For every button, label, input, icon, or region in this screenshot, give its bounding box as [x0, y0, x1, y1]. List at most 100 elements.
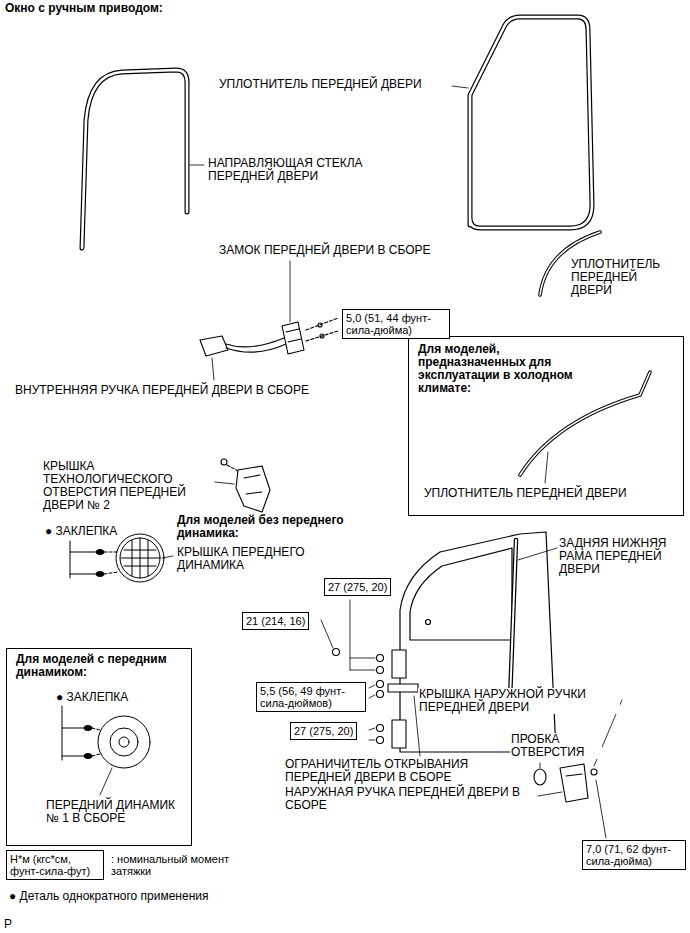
speaker-cover	[104, 552, 118, 574]
front-speaker	[110, 728, 138, 756]
variant-box: Для моделей, предназначенных для эксплуа…	[408, 336, 684, 516]
speaker-cover	[70, 534, 164, 582]
leader-line	[545, 452, 548, 483]
torque-box: 27 (275, 20)	[290, 722, 357, 740]
lock-assembly	[226, 344, 286, 352]
hinges-and-check	[377, 725, 384, 732]
hinges-and-check	[392, 650, 406, 678]
torque-value: 5,0 (51, 44 фунт-сила-дюйма)	[346, 312, 446, 336]
legend-text: : номинальный момент затяжки	[111, 853, 241, 877]
door-weatherstrip	[470, 17, 650, 475]
leader-line	[321, 620, 333, 648]
part-label: ОГРАНИЧИТЕЛЬ ОТКРЫВАНИЯ ПЕРЕДНЕЙ ДВЕРИ В…	[284, 758, 516, 784]
service-hole-cover	[221, 459, 270, 512]
door-panel	[410, 548, 512, 640]
speaker-cover	[96, 550, 104, 555]
outside-handle	[534, 769, 546, 785]
leader-line	[190, 165, 204, 166]
leader-line	[540, 763, 541, 768]
hinges-and-check	[377, 681, 384, 688]
leader-line	[518, 548, 557, 560]
exploded-view	[62, 17, 650, 838]
lock-assembly	[320, 334, 324, 338]
leader-line	[215, 482, 234, 484]
part-label: УПЛОТНИТЕЛЬ ПЕРЕДНЕЙ ДВЕРИ	[423, 487, 628, 500]
torque-box: 5,5 (56, 49 фунт-сила-дюймов)	[256, 682, 366, 712]
leader-line	[100, 768, 112, 795]
door-panel	[510, 540, 516, 700]
part-label: P	[3, 918, 13, 931]
speaker-cover	[116, 534, 164, 582]
torque-box: 27 (275, 20)	[324, 578, 391, 596]
hinges-and-check	[377, 691, 384, 698]
leader-line	[162, 556, 173, 558]
leader-line	[452, 86, 468, 88]
outside-handle	[534, 764, 597, 802]
leader-line	[538, 792, 562, 796]
part-label: УПЛОТНИТЕЛЬ ПЕРЕДНЕЙ ДВЕРИ	[218, 78, 423, 91]
diagram-title: Окно с ручным приводом:	[4, 2, 164, 15]
speaker-cover	[96, 572, 104, 577]
part-label: КРЫШКА ПЕРЕДНЕГО ДИНАМИКА	[176, 546, 318, 572]
variant-note: Для моделей без переднего динамика:	[176, 514, 368, 540]
part-label: ВНУТРЕННЯЯ РУЧКА ПЕРЕДНЕЙ ДВЕРИ В СБОРЕ	[14, 384, 310, 397]
part-label: КРЫШКА ТЕХНОЛОГИЧЕСКОГО ОТВЕРСТИЯ ПЕРЕДН…	[42, 460, 214, 512]
door-panel	[400, 532, 556, 752]
torque-value: 27 (275, 20)	[328, 581, 387, 593]
speaker-cover	[70, 541, 96, 578]
part-label: ● ЗАКЛЕПКА	[55, 691, 129, 704]
leader-line	[369, 728, 375, 740]
front-speaker	[62, 706, 84, 760]
lock-assembly	[282, 322, 304, 354]
hinges-and-check	[388, 684, 418, 692]
part-label: НАПРАВЛЯЮЩАЯ СТЕКЛА ПЕРЕДНЕЙ ДВЕРИ	[207, 157, 374, 183]
part-label: ЗАДНЯЯ НИЖНЯЯ РАМА ПЕРЕДНЕЙ ДВЕРИ	[558, 537, 682, 576]
door-panel	[426, 620, 431, 625]
part-label: ПЕРЕДНИЙ ДИНАМИК № 1 В СБОРЕ	[45, 799, 187, 825]
variant-heading: Для моделей с передним динамиком:	[15, 653, 189, 679]
service-hole-cover	[236, 466, 270, 512]
hinges-and-check	[377, 655, 384, 662]
speaker-cover	[120, 538, 160, 578]
part-label: ● Деталь однократного применения	[8, 890, 210, 903]
part-label: ● ЗАКЛЕПКА	[44, 525, 118, 538]
part-label: УПЛОТНИТЕЛЬ ПЕРЕДНЕЙ ДВЕРИ	[570, 258, 682, 297]
front-speaker	[62, 706, 150, 768]
torque-value: 21 (214, 16)	[246, 615, 305, 627]
torque-value: 5,5 (56, 49 фунт-сила-дюймов)	[260, 685, 362, 709]
front-speaker	[92, 728, 100, 756]
front-speaker	[119, 737, 129, 747]
torque-legend-box: Н*м (кгс*см, фунт-сила-фут): номинальный…	[6, 850, 104, 880]
lock-assembly	[286, 329, 301, 342]
part-label: КРЫШКА НАРУЖНОЙ РУЧКИ ПЕРЕДНЕЙ ДВЕРИ	[418, 688, 620, 714]
lock-assembly	[318, 323, 322, 327]
door-panel	[400, 532, 556, 752]
part-label: ПРОБКА ОТВЕРСТИЯ	[510, 733, 602, 759]
part-label: НАРУЖНАЯ РУЧКА ПЕРЕДНЕЙ ДВЕРИ В СБОРЕ	[284, 786, 536, 812]
legend-text: Н*м (кгс*см, фунт-сила-фут)	[10, 853, 100, 877]
lock-assembly	[306, 318, 338, 341]
outside-handle	[591, 769, 597, 775]
lock-assembly	[200, 336, 228, 356]
hinges-and-check	[377, 737, 384, 744]
torque-box: 21 (214, 16)	[242, 612, 309, 630]
torque-box: 5,0 (51, 44 фунт-сила-дюйма)	[342, 309, 450, 339]
door-panel	[510, 540, 516, 700]
glass-run	[82, 70, 187, 248]
hinges-and-check	[392, 720, 406, 748]
lock-assembly	[226, 338, 284, 347]
torque-box: 7,0 (71, 62 фунт-сила-дюйма)	[582, 840, 686, 870]
glass-run	[82, 70, 187, 248]
front-speaker	[84, 754, 92, 759]
part-label: ЗАМОК ПЕРЕДНЕЙ ДВЕРИ В СБОРЕ	[218, 244, 431, 257]
front-speaker	[84, 726, 92, 731]
leader-line	[350, 600, 375, 670]
hinges-and-check	[333, 649, 340, 656]
glass-run	[82, 70, 187, 248]
torque-value: 27 (275, 20)	[294, 725, 353, 737]
front-speaker	[98, 716, 150, 768]
lock-assembly	[200, 318, 338, 356]
variant-box: Для моделей с передним динамиком: ● ЗАКЛЕ…	[6, 648, 192, 846]
leader-line	[212, 358, 214, 380]
